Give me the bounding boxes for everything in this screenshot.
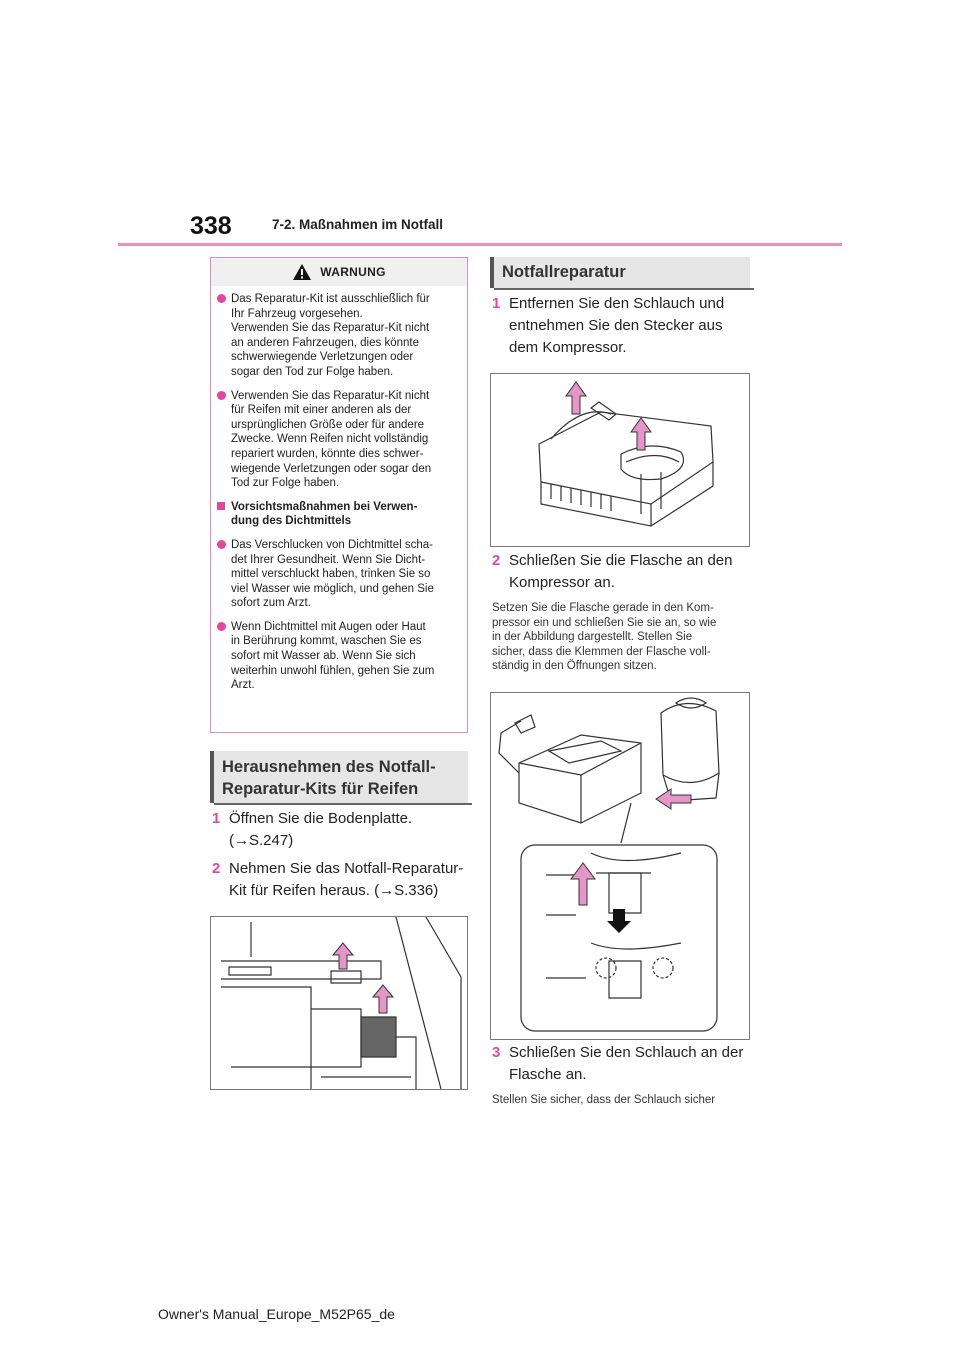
section-heading-removal: Herausnehmen des Notfall- Reparatur-Kits… — [210, 751, 472, 805]
bottle-connection-illustration — [490, 692, 750, 1040]
heading-underline — [214, 803, 472, 805]
down-arrow-icon — [607, 909, 631, 933]
trunk-drawing — [221, 916, 462, 1090]
step3-note: Stellen Sie sicher, dass der Schlauch si… — [492, 1094, 716, 1106]
warning-body: Das Reparatur-Kit ist ausschließlich für… — [217, 292, 461, 702]
warning-icon — [293, 264, 312, 280]
step-number: 1 — [212, 810, 221, 827]
arrow-icon — [570, 788, 692, 906]
bullet-icon — [217, 539, 226, 549]
section-title: 7-2. Maßnahmen im Notfall — [272, 217, 444, 232]
up-arrow-icon — [565, 381, 652, 451]
warning-item: Das Verschlucken von Dichtmittel scha- d… — [217, 538, 461, 611]
header-divider — [118, 243, 842, 246]
step-number: 3 — [492, 1044, 501, 1061]
warning-item: Wenn Dichtmittel mit Augen oder Haut in … — [217, 620, 461, 693]
bullet-icon — [217, 621, 226, 631]
step-number: 2 — [212, 860, 221, 877]
step2-note: Setzen Sie die Flasche gerade in den Kom… — [492, 602, 717, 673]
warning-item: Verwenden Sie das Reparatur-Kit nicht fü… — [217, 389, 461, 491]
warning-item: Das Reparatur-Kit ist ausschließlich für… — [217, 292, 461, 380]
step-number: 2 — [492, 552, 501, 569]
step-number: 1 — [492, 295, 501, 312]
up-arrow-icon — [331, 942, 395, 1014]
bullet-icon — [217, 390, 226, 400]
compressor-illustration — [490, 373, 750, 547]
compressor-drawing — [538, 381, 714, 527]
footer-text: Owner's Manual_Europe_M52P65_de — [158, 1306, 395, 1322]
bottle-drawing — [498, 697, 720, 1032]
warning-header: WARNUNG — [211, 258, 467, 286]
square-bullet-icon — [217, 501, 225, 510]
kit-location-illustration — [210, 916, 468, 1090]
warning-subheading: Vorsichtsmaßnahmen bei Verwen- dung des … — [217, 500, 461, 529]
bullet-icon — [217, 294, 226, 303]
heading-underline — [494, 288, 754, 290]
section-heading-emergency-repair: Notfallreparatur — [490, 257, 754, 290]
page-number: 338 — [190, 212, 232, 240]
warning-title: WARNUNG — [320, 265, 386, 279]
warning-box: WARNUNG Das Reparatur-Kit ist ausschließ… — [210, 257, 468, 733]
